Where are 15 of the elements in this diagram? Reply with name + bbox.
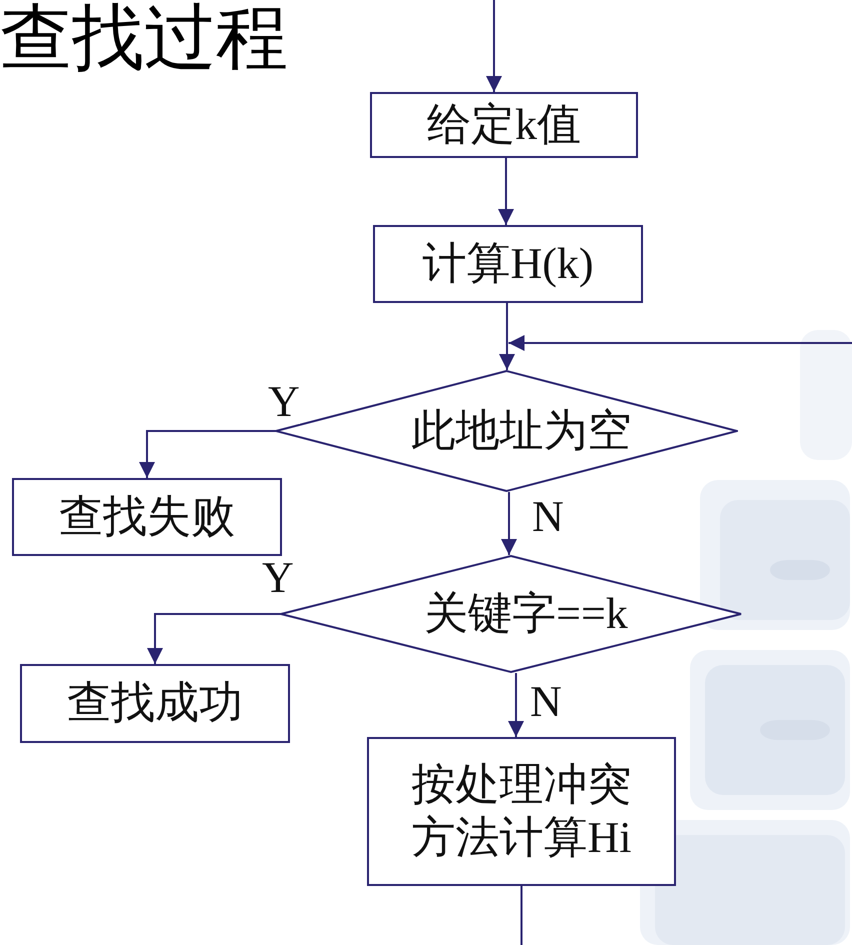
- process-box: 查找失败: [12, 478, 282, 556]
- arrow: [486, 0, 502, 92]
- connector-line: [520, 886, 522, 945]
- arrow: [508, 335, 852, 351]
- process-box: 查找成功: [20, 664, 290, 743]
- title: 查找过程: [0, 0, 288, 80]
- arrow: [498, 158, 514, 225]
- process-box: 给定k值: [370, 92, 638, 158]
- arrow: [508, 673, 524, 737]
- process-box: 计算H(k): [373, 225, 643, 303]
- process-box: 按处理冲突方法计算Hi: [367, 737, 676, 886]
- arrow: [499, 303, 515, 370]
- arrow: [139, 430, 276, 478]
- arrow: [501, 492, 517, 555]
- arrow: [147, 613, 281, 664]
